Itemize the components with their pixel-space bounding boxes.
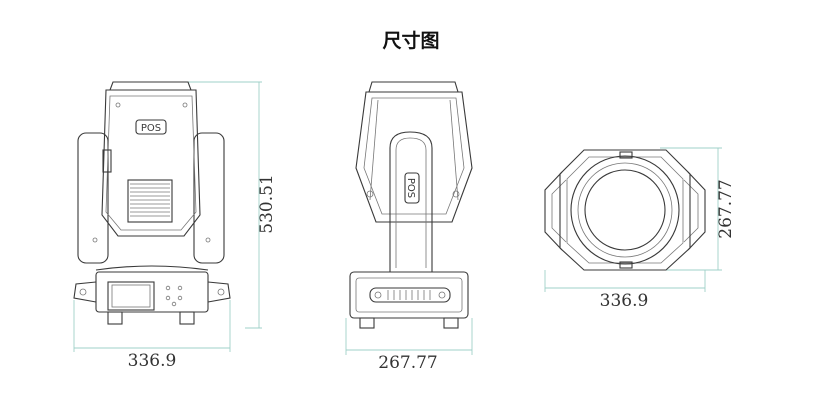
- top-view: [544, 147, 722, 292]
- side-logo-text: POS: [405, 178, 416, 198]
- side-base-slots: [387, 290, 431, 300]
- side-view: POS: [345, 81, 473, 355]
- top-dimension-lines: [544, 147, 722, 292]
- front-view: POS: [73, 81, 262, 352]
- front-width-label: 336.9: [128, 351, 177, 371]
- top-height-label: 267.77: [716, 179, 736, 238]
- side-width-label: 267.77: [378, 353, 437, 373]
- front-dimension-lines: [73, 81, 262, 352]
- front-vent-grille: [130, 183, 170, 217]
- front-logo-text: POS: [141, 123, 161, 134]
- page-title: 尺寸图: [382, 30, 440, 52]
- side-dimension-lines: [345, 318, 473, 355]
- front-height-label: 530.51: [257, 174, 277, 233]
- top-width-label: 336.9: [600, 291, 649, 311]
